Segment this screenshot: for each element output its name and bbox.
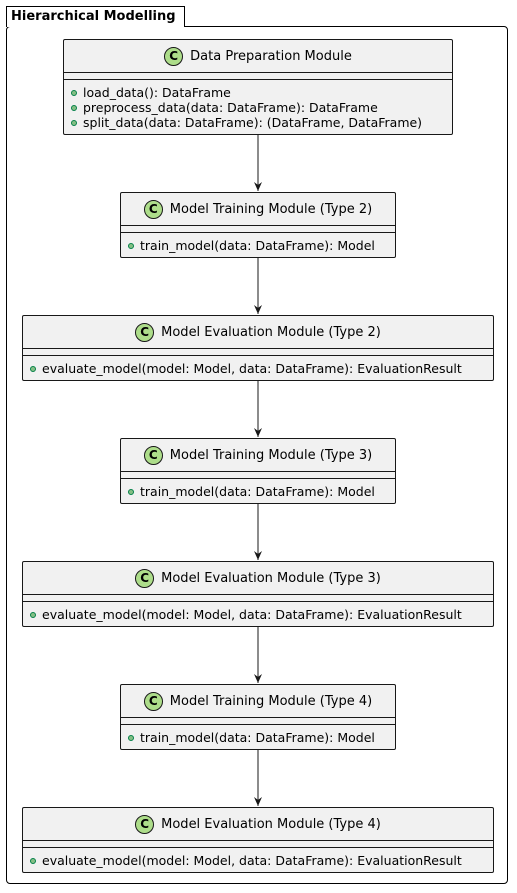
method-row: train_model(data: DataFrame): Model <box>128 484 395 499</box>
class-header: C Model Training Module (Type 4) <box>121 685 395 718</box>
class-box: C Model Training Module (Type 4) train_mod… <box>120 684 396 750</box>
public-visibility-icon <box>30 857 36 864</box>
class-stereotype-icon: C <box>143 445 163 465</box>
class-attributes-compartment <box>23 595 493 602</box>
method-row: split_data(data: DataFrame): (DataFrame,… <box>71 115 452 130</box>
method-signature: evaluate_model(model: Model, data: DataF… <box>42 361 462 376</box>
method-signature: train_model(data: DataFrame): Model <box>140 238 375 253</box>
class-name: Model Training Module (Type 2) <box>169 201 373 217</box>
method-row: load_data(): DataFrame <box>71 85 452 100</box>
public-visibility-icon <box>71 89 77 96</box>
public-visibility-icon <box>128 488 134 495</box>
class-header: C Model Training Module (Type 3) <box>121 439 395 472</box>
class-header: C Model Training Module (Type 2) <box>121 193 395 226</box>
method-signature: load_data(): DataFrame <box>83 85 231 100</box>
class-name: Model Evaluation Module (Type 2) <box>161 324 381 340</box>
class-methods-compartment: train_model(data: DataFrame): Model <box>121 725 395 749</box>
class-attributes-compartment <box>23 841 493 848</box>
class-header: C Model Evaluation Module (Type 3) <box>23 562 493 595</box>
method-signature: preprocess_data(data: DataFrame): DataFr… <box>83 100 378 115</box>
class-attributes-compartment <box>23 349 493 356</box>
class-attributes-compartment <box>121 718 395 725</box>
class-methods-compartment: train_model(data: DataFrame): Model <box>121 479 395 503</box>
class-stereotype-icon: C <box>135 568 155 588</box>
method-signature: train_model(data: DataFrame): Model <box>140 730 375 745</box>
method-signature: train_model(data: DataFrame): Model <box>140 484 375 499</box>
public-visibility-icon <box>30 365 36 372</box>
class-header: C Model Evaluation Module (Type 2) <box>23 316 493 349</box>
class-name: Model Evaluation Module (Type 4) <box>161 816 381 832</box>
package-frame <box>6 26 508 884</box>
method-signature: evaluate_model(model: Model, data: DataF… <box>42 853 462 868</box>
class-stereotype-icon: C <box>164 46 184 66</box>
package-title: Hierarchical Modelling <box>6 6 185 27</box>
class-stereotype-icon: C <box>143 691 163 711</box>
public-visibility-icon <box>128 734 134 741</box>
class-methods-compartment: evaluate_model(model: Model, data: DataF… <box>23 602 493 626</box>
class-stereotype-icon: C <box>143 199 163 219</box>
method-row: train_model(data: DataFrame): Model <box>128 730 395 745</box>
class-stereotype-icon: C <box>135 322 155 342</box>
class-box: C Model Evaluation Module (Type 3) evaluat… <box>22 561 494 627</box>
class-box: C Model Training Module (Type 2) train_mod… <box>120 192 396 258</box>
class-name: Data Preparation Module <box>190 48 352 64</box>
class-methods-compartment: train_model(data: DataFrame): Model <box>121 233 395 257</box>
method-row: evaluate_model(model: Model, data: DataF… <box>30 607 493 622</box>
class-attributes-compartment <box>121 226 395 233</box>
class-name: Model Training Module (Type 3) <box>169 447 373 463</box>
class-attributes-compartment <box>121 472 395 479</box>
class-box: C Model Evaluation Module (Type 2) evaluat… <box>22 315 494 381</box>
class-methods-compartment: evaluate_model(model: Model, data: DataF… <box>23 848 493 872</box>
class-methods-compartment: evaluate_model(model: Model, data: DataF… <box>23 356 493 380</box>
method-signature: split_data(data: DataFrame): (DataFrame,… <box>83 115 423 130</box>
public-visibility-icon <box>71 119 77 126</box>
method-row: preprocess_data(data: DataFrame): DataFr… <box>71 100 452 115</box>
method-row: evaluate_model(model: Model, data: DataF… <box>30 853 493 868</box>
method-signature: evaluate_model(model: Model, data: DataF… <box>42 607 462 622</box>
class-name: Model Training Module (Type 4) <box>169 693 373 709</box>
class-stereotype-icon: C <box>135 814 155 834</box>
public-visibility-icon <box>128 242 134 249</box>
class-header: C Model Evaluation Module (Type 4) <box>23 808 493 841</box>
class-name: Model Evaluation Module (Type 3) <box>161 570 381 586</box>
method-row: train_model(data: DataFrame): Model <box>128 238 395 253</box>
class-box: C Data Preparation Module load_data(): Dat… <box>63 39 453 135</box>
public-visibility-icon <box>71 104 77 111</box>
public-visibility-icon <box>30 611 36 618</box>
method-row: evaluate_model(model: Model, data: DataF… <box>30 361 493 376</box>
class-attributes-compartment <box>64 73 452 80</box>
class-box: C Model Training Module (Type 3) train_mod… <box>120 438 396 504</box>
class-box: C Model Evaluation Module (Type 4) evaluat… <box>22 807 494 873</box>
class-header: C Data Preparation Module <box>64 40 452 73</box>
